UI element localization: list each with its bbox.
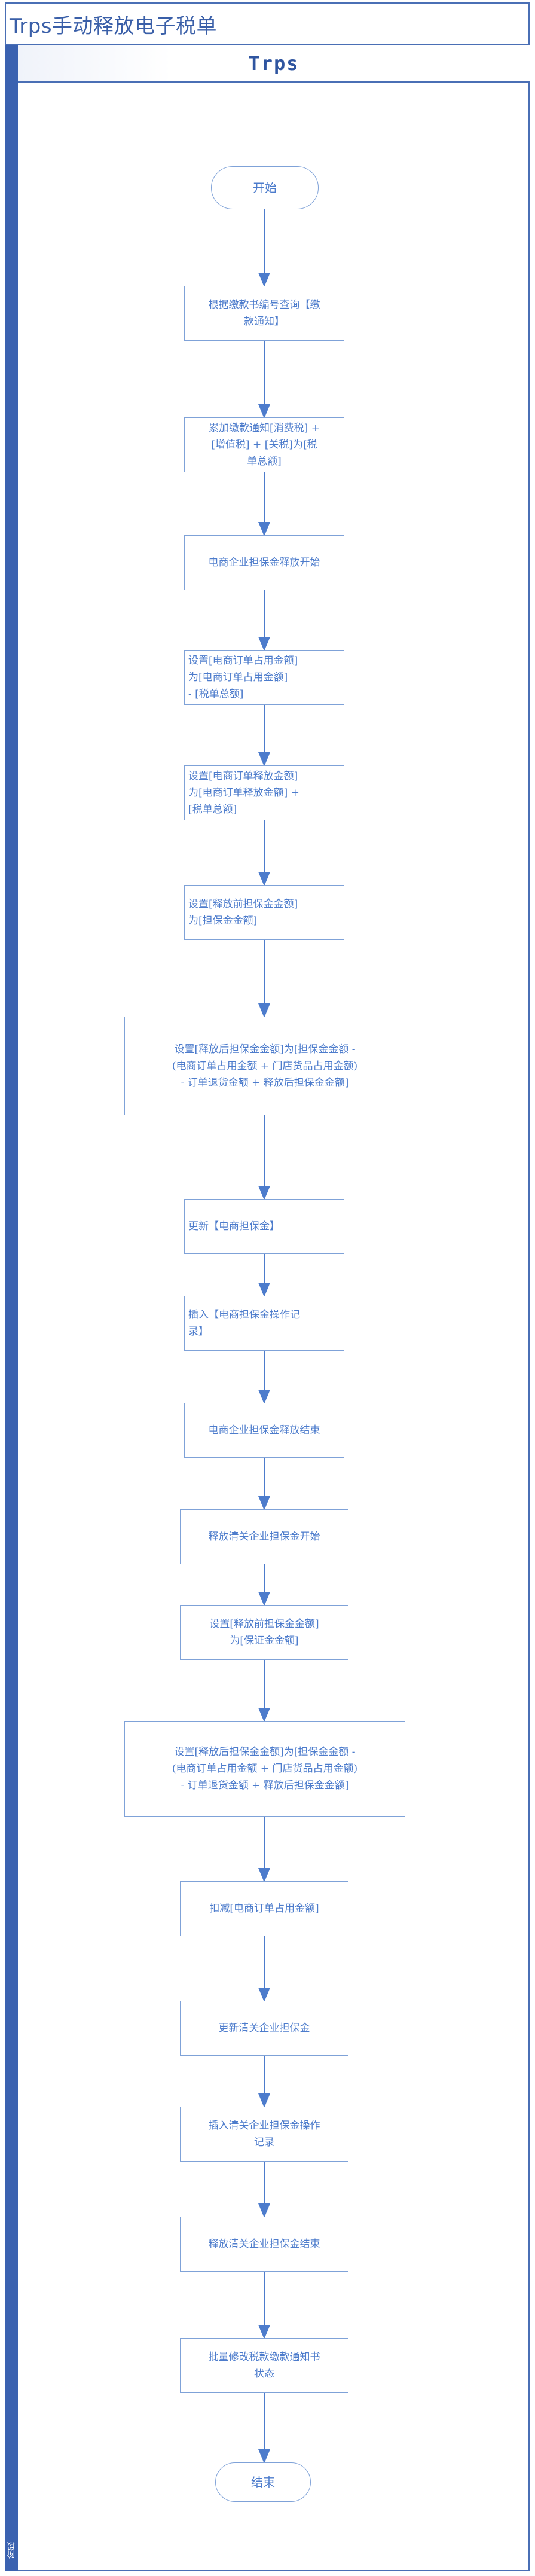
node-label: 设置[电商订单释放金额] 为[电商订单释放金额] + [税单总额] — [188, 770, 299, 816]
terminal-start: 开始 — [211, 166, 319, 209]
process-node-n2: 累加缴款通知[消费税] + [增值税] + [关税]为[税 单总额] — [184, 417, 344, 472]
node-label: 插入【电商担保金操作记 录】 — [188, 1309, 300, 1338]
process-node-n17: 释放清关企业担保金结束 — [180, 2217, 348, 2272]
node-label: 设置[释放后担保金金额]为[担保金金额 - (电商订单占用金额 + 门店货品占用… — [172, 1043, 358, 1089]
node-label: 更新【电商担保金】 — [188, 1220, 280, 1232]
process-node-n3: 电商企业担保金释放开始 — [184, 535, 344, 590]
diagram-title-bar: Trps手动释放电子税单 — [5, 2, 530, 45]
node-label: 设置[电商订单占用金额] 为[电商订单占用金额] - [税单总额] — [188, 655, 298, 700]
swimlane-title: Trps — [248, 52, 299, 75]
process-node-n9: 插入【电商担保金操作记 录】 — [184, 1296, 344, 1351]
node-label: 根据缴款书编号查询【缴 款通知】 — [208, 299, 320, 328]
process-node-n13: 设置[释放后担保金金额]为[担保金金额 - (电商订单占用金额 + 门店货品占用… — [124, 1721, 405, 1817]
swimlane-side-strip — [5, 45, 18, 2571]
process-node-n12: 设置[释放前担保金金额] 为[保证金金额] — [180, 1605, 348, 1660]
node-label: 释放清关企业担保金结束 — [208, 2238, 320, 2250]
swimlane-header: Trps — [18, 45, 530, 83]
terminal-end: 结束 — [215, 2462, 311, 2502]
node-label: 累加缴款通知[消费税] + [增值税] + [关税]为[税 单总额] — [209, 422, 320, 468]
node-label: 释放清关企业担保金开始 — [208, 1531, 320, 1543]
node-label: 插入清关企业担保金操作 记录 — [208, 2120, 320, 2148]
process-node-n7: 设置[释放后担保金金额]为[担保金金额 - (电商订单占用金额 + 门店货品占用… — [124, 1017, 405, 1115]
node-label: 设置[释放后担保金金额]为[担保金金额 - (电商订单占用金额 + 门店货品占用… — [172, 1746, 358, 1791]
process-node-n6: 设置[释放前担保金金额] 为[担保金金额] — [184, 885, 344, 940]
process-node-n15: 更新清关企业担保金 — [180, 2001, 348, 2056]
node-label: 设置[释放前担保金金额] 为[担保金金额] — [188, 898, 298, 927]
node-label: 批量修改税款缴款通知书 状态 — [208, 2351, 320, 2380]
diagram-title: Trps手动释放电子税单 — [10, 14, 218, 38]
process-node-n10: 电商企业担保金释放结束 — [184, 1403, 344, 1458]
process-node-n5: 设置[电商订单释放金额] 为[电商订单释放金额] + [税单总额] — [184, 765, 344, 820]
process-node-n16: 插入清关企业担保金操作 记录 — [180, 2107, 348, 2162]
process-node-n1: 根据缴款书编号查询【缴 款通知】 — [184, 286, 344, 341]
process-node-n4: 设置[电商订单占用金额] 为[电商订单占用金额] - [税单总额] — [184, 650, 344, 705]
node-label: 结束 — [251, 2475, 275, 2489]
node-label: 电商企业担保金释放结束 — [208, 1424, 320, 1436]
process-node-n14: 扣减[电商订单占用金额] — [180, 1881, 348, 1936]
node-label: 开始 — [253, 181, 277, 195]
node-label: 设置[释放前担保金金额] 为[保证金金额] — [209, 1618, 319, 1647]
node-label: 电商企业担保金释放开始 — [208, 557, 320, 569]
process-node-n8: 更新【电商担保金】 — [184, 1199, 344, 1254]
process-node-n11: 释放清关企业担保金开始 — [180, 1509, 348, 1564]
node-label: 更新清关企业担保金 — [218, 2022, 310, 2034]
node-label: 扣减[电商订单占用金额] — [209, 1903, 319, 1915]
process-node-n18: 批量修改税款缴款通知书 状态 — [180, 2338, 348, 2393]
